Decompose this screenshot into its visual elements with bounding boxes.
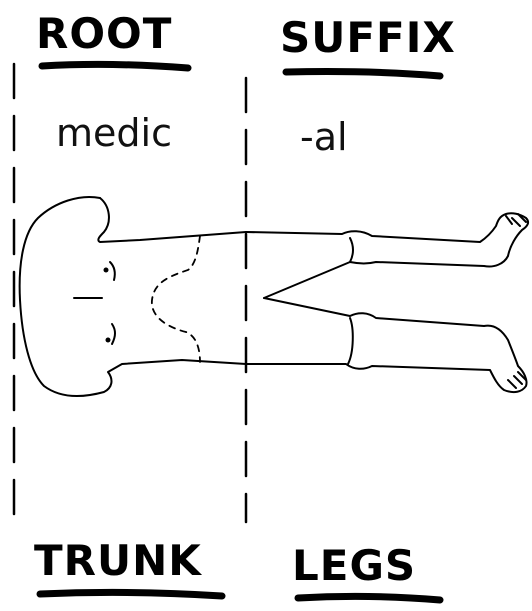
nipple-lower [106,338,111,343]
heading-trunk-underline [40,592,222,596]
body-illustration [20,197,528,396]
suffix-word: -al [300,115,348,159]
root-word: medic [56,111,172,155]
lower-knee [348,318,353,364]
heading-suffix-underline [286,72,440,77]
upper-leg-outer [246,213,528,298]
nipple-upper [104,268,109,273]
upper-knee [350,238,353,262]
chest-mark-upper [110,262,115,280]
heading-trunk: TRUNK [34,536,202,585]
hip-dashed-outline [152,236,200,362]
lower-leg-outer [246,298,527,392]
shoulder-top [98,198,246,242]
heading-legs: LEGS [292,541,416,590]
heading-root: ROOT [36,9,172,58]
trunk-outline [20,197,246,396]
heading-suffix: SUFFIX [280,13,456,62]
heading-legs-underline [298,596,440,600]
chest-mark-lower [112,324,115,344]
heading-root-underline [42,64,188,68]
